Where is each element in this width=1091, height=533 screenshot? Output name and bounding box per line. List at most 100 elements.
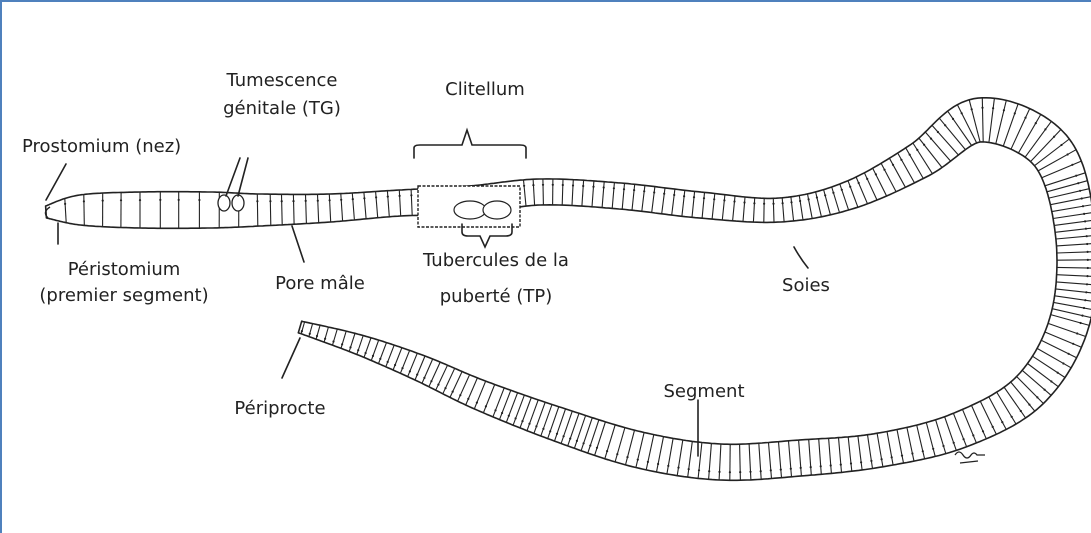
- seta-dot: [1014, 112, 1016, 114]
- seta-dot: [372, 355, 374, 357]
- seta-dot: [340, 199, 342, 201]
- seta-dot: [971, 108, 973, 110]
- seta-dot: [582, 185, 584, 187]
- seta-dot: [916, 149, 918, 151]
- seta-dot: [410, 194, 412, 196]
- seta-dot: [992, 107, 994, 109]
- seta-dot: [693, 196, 695, 198]
- seta-dot: [703, 197, 705, 199]
- seta-dot: [1035, 122, 1037, 124]
- seta-dot: [508, 415, 510, 417]
- seta-dot: [485, 405, 487, 407]
- seta-dot: [1086, 243, 1088, 245]
- seta-dot: [596, 447, 598, 449]
- seta-dot: [1024, 117, 1026, 119]
- seta-dot: [1087, 259, 1089, 261]
- seta-dot: [1001, 421, 1003, 423]
- tumescence-label: Tumescence: [225, 70, 337, 91]
- seta-dot: [760, 470, 762, 472]
- seta-dot: [937, 131, 939, 133]
- seta-dot: [309, 333, 311, 335]
- seta-dot: [1060, 144, 1062, 146]
- seta-dot: [592, 186, 594, 188]
- seta-dot: [572, 184, 574, 186]
- seta-dot: [1084, 299, 1086, 301]
- seta-dot: [733, 200, 735, 202]
- seta-dot: [1050, 380, 1052, 382]
- seta-dot: [1083, 307, 1085, 309]
- seta-dot: [718, 471, 720, 473]
- seta-dot: [589, 445, 591, 447]
- seta-dot: [900, 159, 902, 161]
- seta-dot: [375, 196, 377, 198]
- seta-dot: [305, 200, 307, 202]
- seta-dot: [708, 470, 710, 472]
- seta-dot: [772, 203, 774, 205]
- seta-dot: [942, 445, 944, 447]
- seta-dot: [494, 409, 496, 411]
- seta-dot: [891, 456, 893, 458]
- seta-dot: [269, 200, 271, 202]
- seta-dot: [64, 203, 66, 205]
- seta-dot: [1062, 362, 1064, 364]
- seta-dot: [409, 370, 411, 372]
- seta-dot: [139, 199, 141, 201]
- seta-dot: [1077, 182, 1079, 184]
- seta-dot: [329, 199, 331, 201]
- seta-dot: [892, 164, 894, 166]
- seta-dot: [528, 423, 530, 425]
- seta-dot: [467, 398, 469, 400]
- segment-ring: [257, 194, 258, 226]
- seta-dot: [1036, 396, 1038, 398]
- seta-dot: [657, 463, 659, 465]
- seta-dot: [1071, 164, 1073, 166]
- seta-dot: [1081, 197, 1083, 199]
- seta-dot: [982, 430, 984, 432]
- seta-dot: [301, 330, 303, 332]
- seta-dot: [824, 194, 826, 196]
- seta-dot: [810, 466, 812, 468]
- seta-dot: [387, 196, 389, 198]
- seta-dot: [729, 471, 731, 473]
- seta-dot: [1084, 220, 1086, 222]
- tumescence-label-2: génitale (TG): [223, 98, 341, 119]
- seta-dot: [542, 184, 544, 186]
- seta-dot: [881, 458, 883, 460]
- seta-dot: [799, 200, 801, 202]
- seta-dot: [743, 201, 745, 203]
- seta-dot: [357, 349, 359, 351]
- seta-dot: [860, 461, 862, 463]
- seta-dot: [1028, 404, 1030, 406]
- seta-dot: [444, 387, 446, 389]
- seta-dot: [800, 467, 802, 469]
- seta-dot: [633, 189, 635, 191]
- seta-dot: [866, 178, 868, 180]
- seta-dot: [1011, 416, 1013, 418]
- seta-dot: [972, 434, 974, 436]
- seta-dot: [623, 188, 625, 190]
- peristomium-label-2: (premier segment): [39, 285, 208, 306]
- seta-dot: [653, 191, 655, 193]
- prostomium-label: Prostomium (nez): [22, 136, 181, 157]
- segment-ring: [293, 194, 294, 224]
- segment-ring: [773, 198, 774, 222]
- seta-dot: [341, 343, 343, 345]
- seta-dot: [953, 442, 955, 444]
- seta-dot: [317, 200, 319, 202]
- signature-mark: [955, 452, 985, 463]
- seta-dot: [1086, 283, 1088, 285]
- seta-dot: [1079, 190, 1081, 192]
- seta-dot: [515, 417, 517, 419]
- seta-dot: [523, 185, 525, 187]
- seta-dot: [316, 335, 318, 337]
- seta-dot: [1067, 153, 1069, 155]
- seta-dot: [1086, 275, 1088, 277]
- seta-dot: [256, 200, 258, 202]
- seta-dot: [922, 450, 924, 452]
- seta-dot: [501, 412, 503, 414]
- seta-dot: [723, 199, 725, 201]
- peristomium-label: Péristomium: [68, 259, 181, 280]
- clitellum-region: [418, 186, 520, 227]
- segment-ring: [543, 179, 544, 205]
